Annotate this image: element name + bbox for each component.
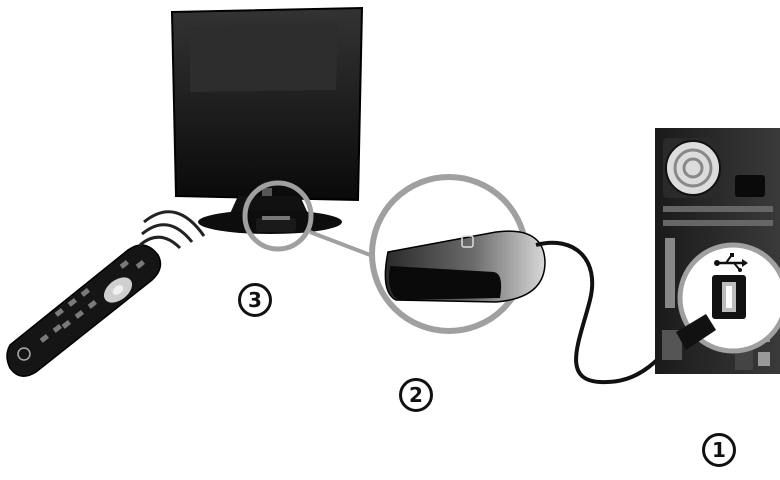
step-2-badge: 2	[399, 378, 433, 412]
monitor	[172, 8, 362, 234]
step-3-badge: 3	[238, 283, 272, 317]
remote-control	[7, 212, 204, 376]
remote-receiver	[372, 177, 545, 331]
step-1-badge: 1	[702, 433, 736, 467]
zoom-connector	[310, 232, 378, 258]
